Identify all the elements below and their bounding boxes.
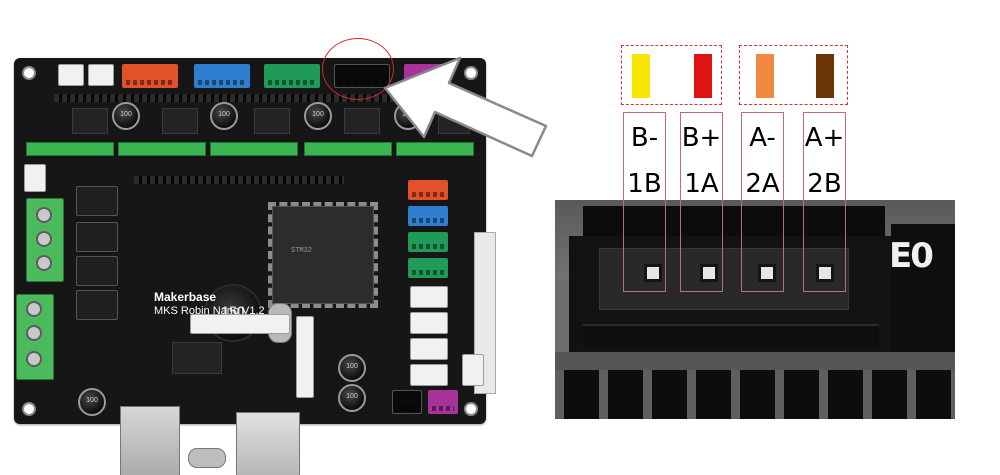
wire-color-swatch bbox=[632, 54, 650, 98]
endstop-connector bbox=[408, 232, 448, 252]
wire-color-swatch bbox=[756, 54, 774, 98]
white-connector bbox=[410, 312, 448, 334]
board-brand: Makerbase bbox=[154, 290, 217, 304]
connector-pin bbox=[644, 264, 662, 282]
pin-label-box: B+ 1A bbox=[680, 112, 723, 292]
connector-lip bbox=[583, 324, 879, 348]
arrow-shape bbox=[383, 56, 548, 158]
green-pin-strip bbox=[396, 142, 474, 156]
z-motor-connector bbox=[264, 64, 320, 88]
screw-terminal bbox=[26, 351, 42, 367]
board-surface bbox=[891, 224, 955, 352]
y-motor-connector bbox=[194, 64, 250, 88]
mounting-hole bbox=[464, 402, 478, 416]
white-connector bbox=[410, 286, 448, 308]
green-pin-strip bbox=[304, 142, 392, 156]
white-connector bbox=[296, 316, 314, 398]
mounting-hole bbox=[22, 402, 36, 416]
mosfet bbox=[76, 186, 118, 216]
white-connector bbox=[462, 354, 484, 386]
port-silkscreen: E0 bbox=[889, 236, 934, 276]
coil-a-wire-group bbox=[739, 45, 848, 105]
capacitor: 100 bbox=[338, 354, 366, 382]
power-terminal-block bbox=[16, 294, 54, 380]
screw-terminal bbox=[26, 301, 42, 317]
endstop-connector bbox=[408, 180, 448, 200]
screw-terminal bbox=[26, 325, 42, 341]
connector-closeup-photo: E0 bbox=[555, 200, 955, 419]
connector-housing-top bbox=[583, 206, 885, 236]
capacitor: 100 bbox=[210, 102, 238, 130]
heater-terminal-block bbox=[26, 198, 64, 282]
green-pin-strip bbox=[210, 142, 298, 156]
white-connector bbox=[410, 338, 448, 360]
mosfet bbox=[76, 222, 118, 252]
white-connector bbox=[410, 364, 448, 386]
x-motor-connector bbox=[122, 64, 178, 88]
purple-connector bbox=[428, 390, 458, 414]
wire-color-swatch bbox=[816, 54, 834, 98]
pin-label-box: A+ 2B bbox=[803, 112, 846, 292]
driver-chip bbox=[162, 108, 198, 134]
green-pin-strip bbox=[118, 142, 206, 156]
pin-coil: 2A bbox=[745, 169, 780, 199]
highlight-circle bbox=[322, 38, 394, 100]
green-pin-strip bbox=[26, 142, 114, 156]
endstop-connector bbox=[408, 206, 448, 226]
mcu-marking: STM32 bbox=[291, 247, 313, 255]
pin-coil: 1B bbox=[627, 169, 662, 199]
pin-header bbox=[54, 94, 454, 102]
connector-pin bbox=[816, 264, 834, 282]
lcd-ribbon-connector bbox=[474, 232, 496, 394]
driver-chip bbox=[72, 108, 108, 134]
board-edge bbox=[555, 352, 955, 370]
capacitor: 100 bbox=[112, 102, 140, 130]
screw-terminal bbox=[36, 231, 52, 247]
endstop-connector bbox=[408, 258, 448, 278]
screw-terminal bbox=[36, 207, 52, 223]
driver-chip bbox=[172, 342, 222, 374]
pin-coil: 2B bbox=[807, 169, 842, 199]
pin-signal: B- bbox=[630, 123, 659, 153]
black-connector bbox=[392, 390, 422, 414]
driver-chip bbox=[344, 108, 380, 134]
connector-pin bbox=[700, 264, 718, 282]
mcu-chip: STM32 bbox=[268, 202, 378, 308]
capacitor: 100 bbox=[338, 384, 366, 412]
coil-b-wire-group bbox=[621, 45, 722, 105]
wire-color-swatch bbox=[694, 54, 712, 98]
white-connector bbox=[88, 64, 114, 86]
connector-pin bbox=[758, 264, 776, 282]
pin-signal: B+ bbox=[681, 123, 722, 153]
pin-signal: A- bbox=[749, 123, 776, 153]
fan-connector bbox=[24, 164, 46, 192]
mounting-hole bbox=[464, 66, 478, 80]
capacitor: 100 bbox=[304, 102, 332, 130]
pin-header bbox=[134, 176, 344, 184]
driver-chip bbox=[254, 108, 290, 134]
connector-cavity bbox=[599, 248, 849, 310]
pin-header-closeup bbox=[555, 370, 955, 419]
mks-robin-nano-board-photo: 100 100 100 100 bbox=[14, 58, 496, 475]
mosfet bbox=[76, 290, 118, 320]
pin-coil: 1A bbox=[684, 169, 719, 199]
screw-terminal bbox=[36, 255, 52, 271]
crystal bbox=[188, 448, 226, 468]
mosfet bbox=[76, 256, 118, 286]
mounting-hole bbox=[22, 66, 36, 80]
usb-port bbox=[120, 406, 180, 475]
white-connector bbox=[190, 314, 290, 334]
white-connector bbox=[58, 64, 84, 86]
sd-card-slot bbox=[236, 412, 300, 475]
pin-label-box: B- 1B bbox=[623, 112, 666, 292]
pin-signal: A+ bbox=[804, 123, 845, 153]
capacitor: 100 bbox=[78, 388, 106, 416]
pin-label-box: A- 2A bbox=[741, 112, 784, 292]
